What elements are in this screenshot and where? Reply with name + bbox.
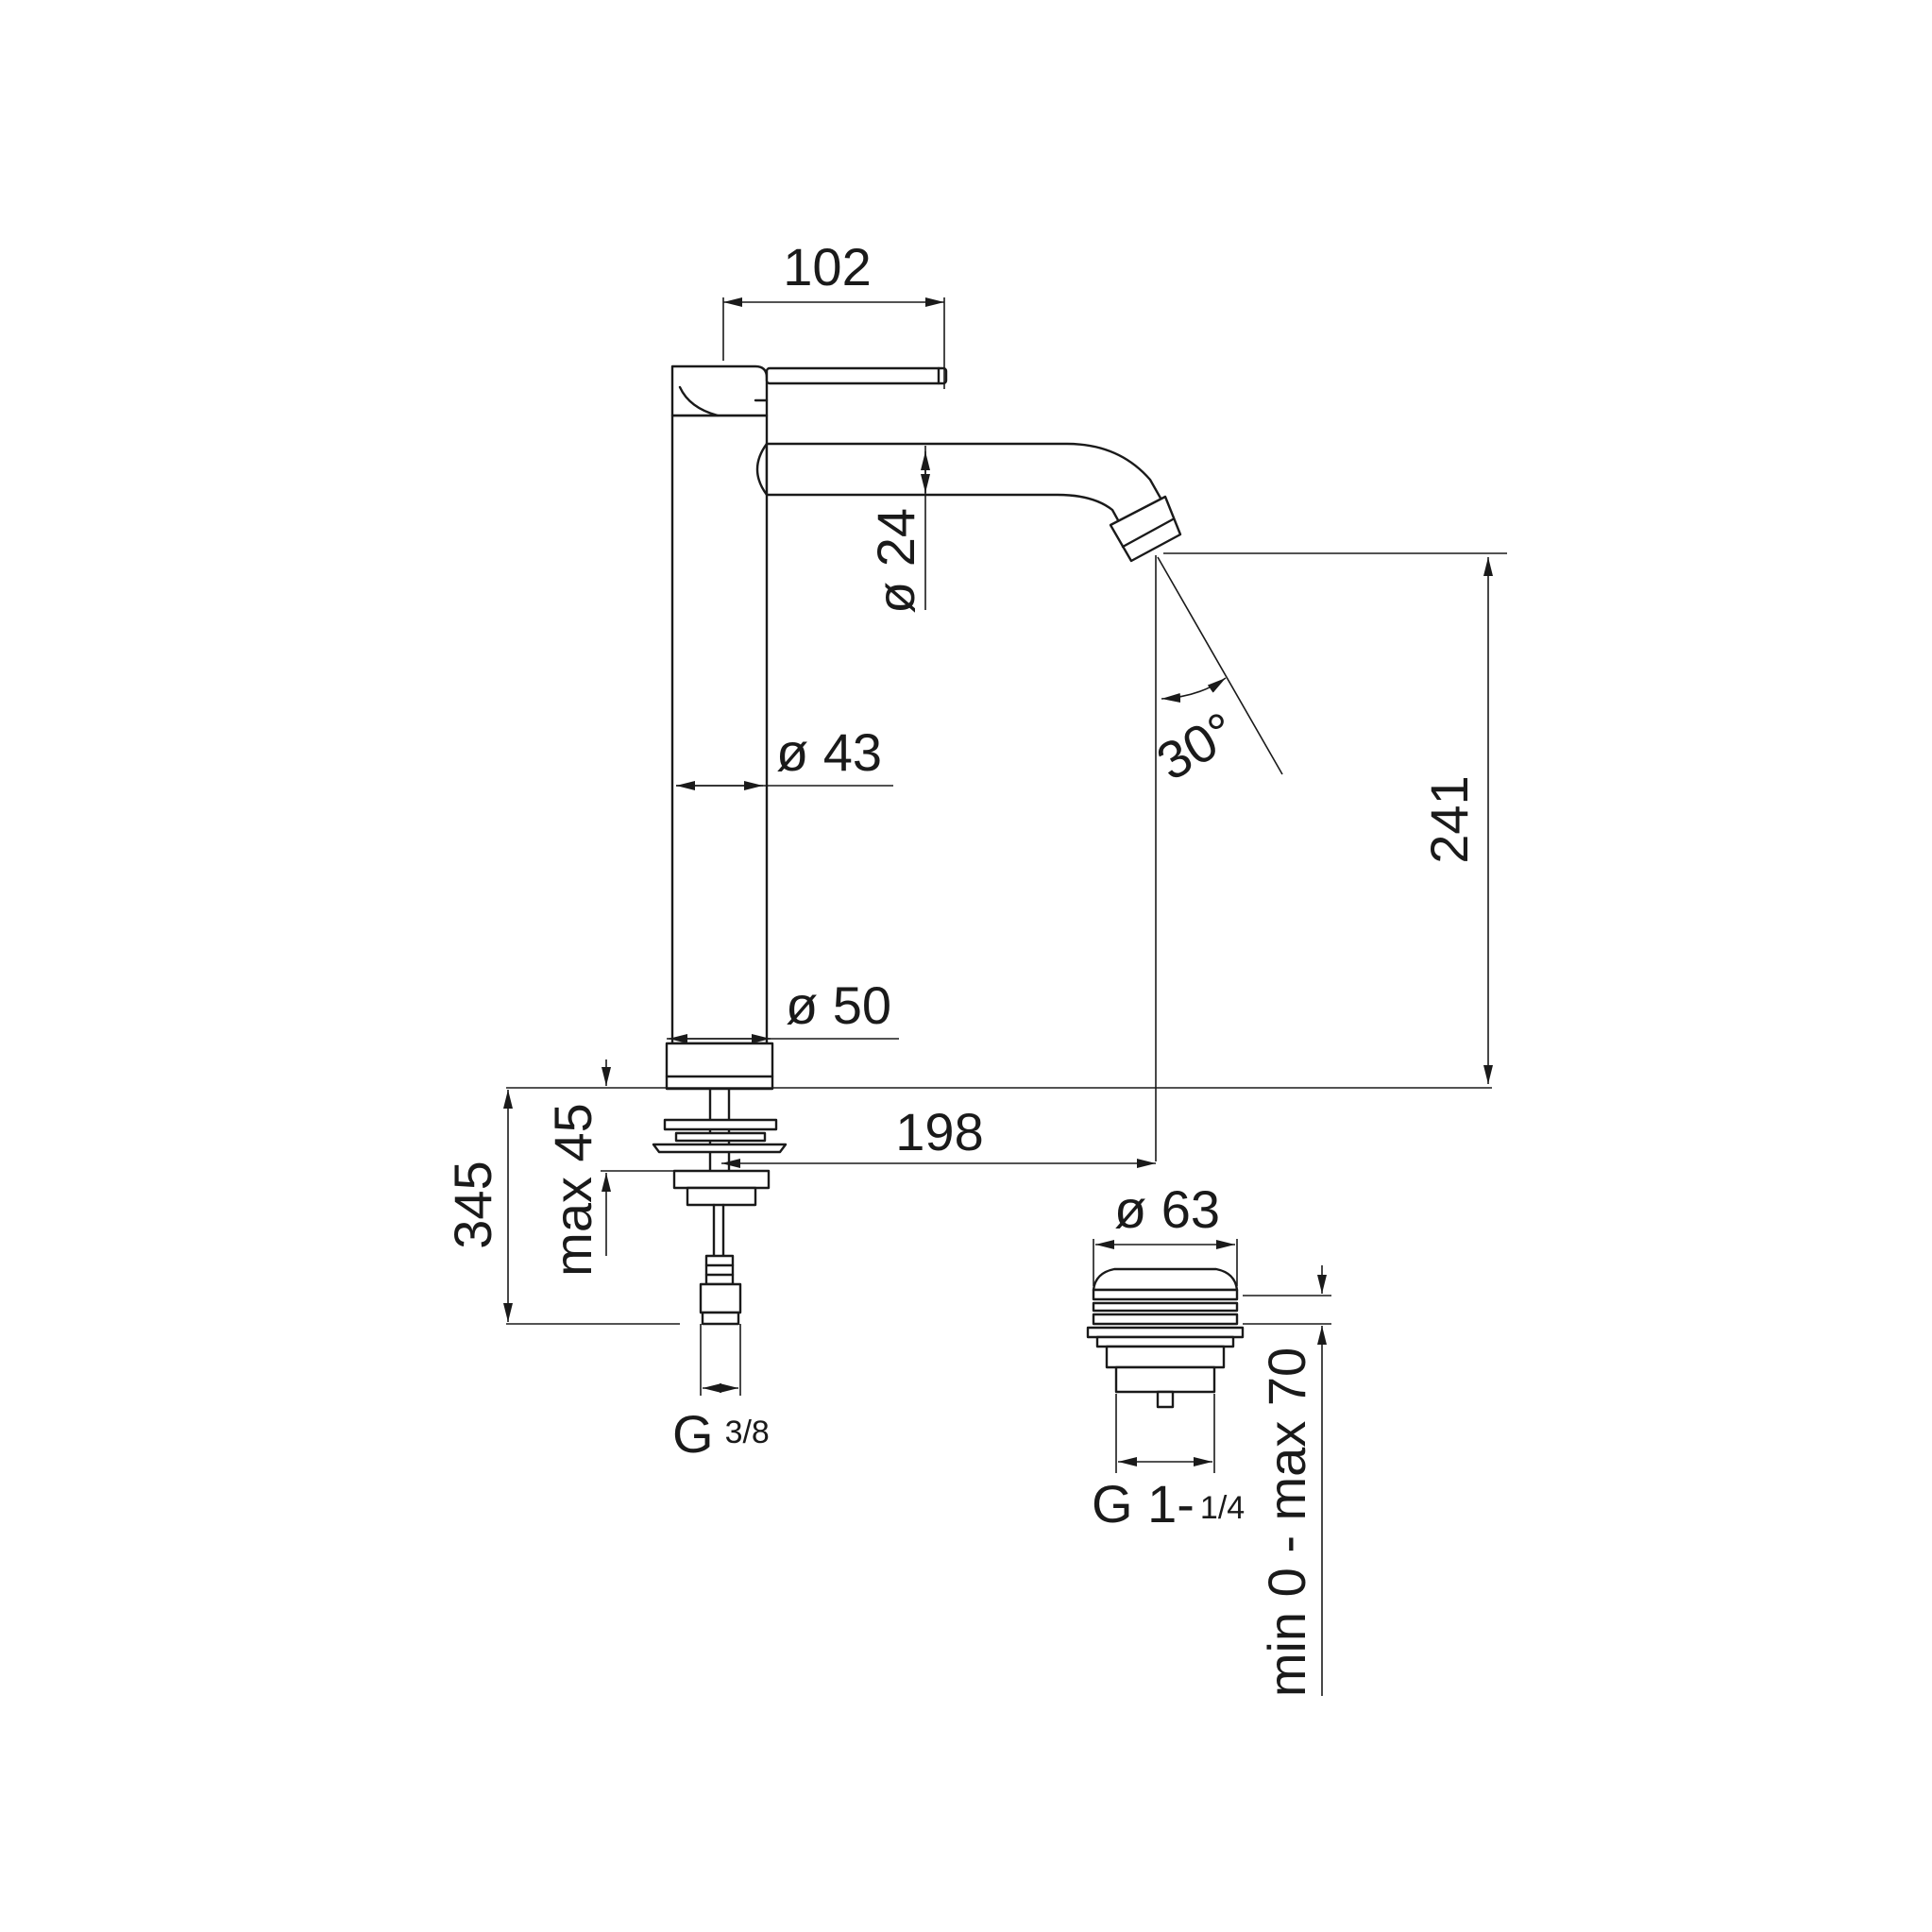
dimension-waste-thread: G 1- 1/4 [1092, 1394, 1245, 1534]
dimension-deck-thickness: max 45 [543, 1059, 680, 1277]
dimension-overall-height: 345 [443, 1090, 680, 1325]
dimension-spout-diameter-text: ø 24 [866, 508, 925, 614]
waste-valve [1086, 1267, 1245, 1409]
dimension-base-diameter: ø 50 [667, 975, 899, 1043]
dimension-spout-reach: 198 [721, 1102, 1156, 1168]
lever-handle [765, 366, 948, 385]
dimension-spout-angle-text: 30° [1147, 700, 1246, 791]
dimension-inlet-thread-text: G 3/8 [672, 1404, 770, 1464]
dimension-spout-diameter: ø 24 [866, 446, 930, 614]
spout [755, 442, 1182, 563]
dimension-inlet-thread: G 3/8 [672, 1324, 770, 1464]
dimension-spout-angle: 30° [1147, 555, 1283, 1161]
faucet-body [665, 364, 774, 1091]
dimension-waste-diameter: ø 63 [1093, 1179, 1238, 1286]
dimension-spout-height: 241 [1163, 552, 1507, 1084]
dimension-waste-range-text: min 0 - max 70 [1257, 1347, 1316, 1697]
dimension-handle-length-text: 102 [783, 237, 871, 297]
dimension-base-diameter-text: ø 50 [786, 975, 891, 1035]
dimension-body-diameter-text: ø 43 [776, 722, 882, 782]
dimension-waste-range: min 0 - max 70 [1243, 1265, 1331, 1697]
dimension-waste-thread-text: G 1- 1/4 [1092, 1474, 1245, 1534]
dimension-deck-thickness-text: max 45 [543, 1103, 602, 1277]
dimension-spout-height-text: 241 [1419, 775, 1479, 863]
dimension-spout-reach-text: 198 [895, 1102, 983, 1161]
dimension-waste-diameter-text: ø 63 [1114, 1179, 1220, 1239]
dimension-body-diameter: ø 43 [676, 722, 893, 790]
mounting-assembly [652, 1087, 788, 1326]
dimension-overall-height-text: 345 [443, 1161, 502, 1248]
dimension-handle-length: 102 [722, 237, 945, 389]
